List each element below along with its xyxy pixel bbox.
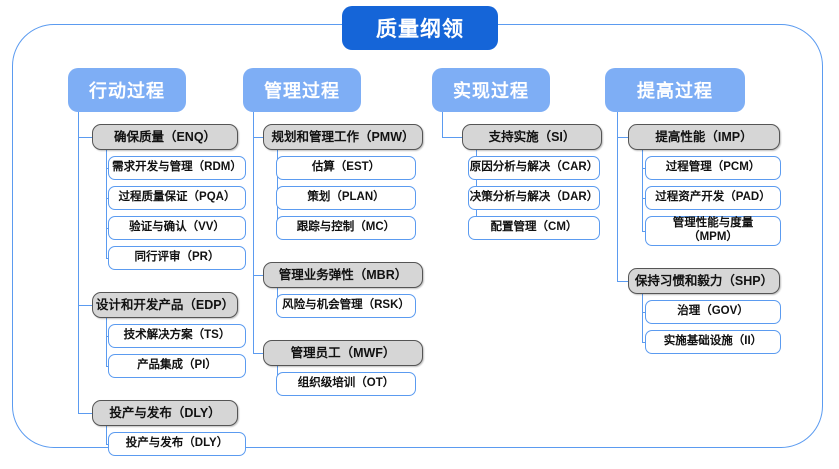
connector-subtrunk-to-leaf xyxy=(106,258,108,260)
leaf-box[interactable]: 过程质量保证（PQA） xyxy=(108,186,246,210)
leaf-box[interactable]: 估算（EST） xyxy=(276,156,416,180)
connector-main-trunk xyxy=(253,112,255,353)
connector-subtrunk-to-leaf xyxy=(106,366,108,368)
leaf-box[interactable]: 验证与确认（VV） xyxy=(108,216,246,240)
leaf-box[interactable]: 产品集成（PI） xyxy=(108,354,246,378)
connector-trunk-to-category xyxy=(253,353,263,355)
connector-subtrunk-to-leaf xyxy=(642,168,645,170)
connector-subtrunk-to-leaf xyxy=(106,444,108,446)
column-header-col-implement[interactable]: 实现过程 xyxy=(432,68,550,112)
connector-subtrunk-to-leaf xyxy=(642,342,645,344)
column-header-col-manage[interactable]: 管理过程 xyxy=(243,68,361,112)
leaf-box[interactable]: 技术解决方案（TS） xyxy=(108,324,246,348)
leaf-box[interactable]: 过程资产开发（PAD） xyxy=(645,186,781,210)
category-box[interactable]: 保持习惯和毅力（SHP） xyxy=(628,268,780,294)
connector-subtrunk-to-leaf xyxy=(642,198,645,200)
category-box[interactable]: 管理业务弹性（MBR） xyxy=(263,262,423,288)
connector-subtrunk-vertical xyxy=(106,413,108,444)
connector-trunk-to-category xyxy=(253,275,263,277)
leaf-box[interactable]: 跟踪与控制（MC） xyxy=(276,216,416,240)
category-box[interactable]: 投产与发布（DLY） xyxy=(92,400,238,426)
leaf-box[interactable]: 治理（GOV） xyxy=(645,300,781,324)
category-box[interactable]: 规划和管理工作（PMW） xyxy=(263,124,423,150)
connector-trunk-to-category xyxy=(617,137,628,139)
connector-subtrunk-vertical xyxy=(476,137,478,228)
connector-trunk-to-category xyxy=(253,137,263,139)
leaf-box[interactable]: 管理性能与度量（MPM） xyxy=(645,216,781,246)
connector-main-trunk xyxy=(442,112,444,137)
connector-main-trunk xyxy=(78,112,80,413)
leaf-box[interactable]: 组织级培训（OT） xyxy=(276,372,416,396)
connector-subtrunk-vertical xyxy=(277,353,279,384)
connector-trunk-to-category xyxy=(617,281,628,283)
leaf-box[interactable]: 需求开发与管理（RDM） xyxy=(108,156,246,180)
leaf-box[interactable]: 决策分析与解决（DAR） xyxy=(468,186,600,210)
column-header-col-action[interactable]: 行动过程 xyxy=(68,68,186,112)
leaf-box[interactable]: 策划（PLAN） xyxy=(276,186,416,210)
connector-subtrunk-vertical xyxy=(277,137,279,228)
connector-subtrunk-vertical xyxy=(106,137,108,258)
connector-subtrunk-vertical xyxy=(642,137,644,231)
connector-subtrunk-vertical xyxy=(106,305,108,366)
root-title: 质量纲领 xyxy=(342,6,498,50)
connector-subtrunk-vertical xyxy=(277,275,279,306)
connector-subtrunk-to-leaf xyxy=(642,312,645,314)
connector-trunk-to-category xyxy=(78,305,92,307)
leaf-box[interactable]: 实施基础设施（II） xyxy=(645,330,781,354)
category-box[interactable]: 确保质量（ENQ） xyxy=(92,124,238,150)
category-box[interactable]: 支持实施（SI） xyxy=(462,124,602,150)
leaf-box[interactable]: 配置管理（CM） xyxy=(468,216,600,240)
connector-trunk-to-category xyxy=(442,137,462,139)
leaf-box[interactable]: 过程管理（PCM） xyxy=(645,156,781,180)
column-header-col-improve[interactable]: 提高过程 xyxy=(605,68,745,112)
connector-subtrunk-to-leaf xyxy=(642,231,645,233)
connector-trunk-to-category xyxy=(78,137,92,139)
connector-main-trunk xyxy=(617,112,619,281)
category-box[interactable]: 设计和开发产品（EDP） xyxy=(92,292,238,318)
leaf-box[interactable]: 风险与机会管理（RSK） xyxy=(276,294,416,318)
connector-subtrunk-vertical xyxy=(642,281,644,342)
connector-trunk-to-category xyxy=(78,413,92,415)
category-box[interactable]: 提高性能（IMP） xyxy=(628,124,780,150)
leaf-box[interactable]: 投产与发布（DLY） xyxy=(108,432,246,456)
leaf-box[interactable]: 同行评审（PR） xyxy=(108,246,246,270)
leaf-box[interactable]: 原因分析与解决（CAR） xyxy=(468,156,600,180)
category-box[interactable]: 管理员工（MWF） xyxy=(263,340,423,366)
